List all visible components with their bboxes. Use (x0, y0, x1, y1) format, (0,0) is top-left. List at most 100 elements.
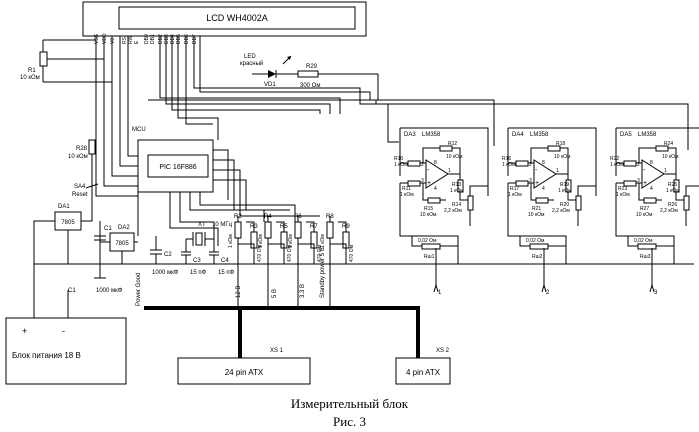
amp-da5: DA5LM358-+23841R221 кОмR231 кОмR2410 кОм… (610, 128, 699, 296)
xtal-value: 10 МГц (212, 222, 233, 228)
led-color: красный (240, 60, 263, 67)
psu-label: Блок питания 18 В (12, 351, 81, 360)
amp-output: 3 (654, 290, 658, 296)
rc-label: R12 (448, 141, 457, 147)
pin-4: 4 (434, 186, 437, 192)
amp-output: 2 (546, 290, 550, 296)
lcd-pin-label: E (134, 40, 140, 44)
rc-value: 10 кОм (662, 154, 679, 160)
divider-top-label: R6 (294, 214, 302, 220)
divider-top-label: R4 (264, 214, 272, 220)
pin-4: 4 (542, 186, 545, 192)
c4-value: 15 пФ (218, 270, 235, 276)
re-value: 2,2 кОм (444, 208, 462, 214)
rc-value: 10 кОм (446, 154, 463, 160)
r29-value: 300 Ом (300, 83, 320, 89)
shunt-value: 0,02 Ом (526, 238, 545, 244)
xs2-label: 4 pin ATX (406, 368, 441, 377)
divider-top-resistor (327, 222, 333, 238)
rail-label: Standby power 5 В (320, 247, 326, 298)
opamp-plus: + (427, 180, 431, 187)
da2-chip: 7805 (115, 241, 129, 247)
divider-bottom-label: R7 (310, 224, 318, 230)
lcd-pin-label: DB6 (184, 34, 190, 44)
pin-4: 4 (650, 186, 653, 192)
divider-bottom-label: R5 (280, 224, 288, 230)
led-ref: VD1 (264, 82, 276, 88)
pin-1: 1 (556, 168, 559, 174)
crystal-block: XT 10 МГц C3 C4 15 пФ 15 пФ (181, 222, 235, 276)
divider-top-value: 1 кОм (288, 234, 294, 248)
amp-output: 1 (438, 290, 442, 296)
c4-label: C4 (221, 258, 229, 264)
pin-1: 1 (448, 168, 451, 174)
xtal-label: XT (198, 222, 206, 228)
rf-value: 10 кОм (420, 212, 437, 218)
lcd-pin-label: DB1 (150, 34, 156, 44)
mcu-chip: PIC 16F886 (159, 164, 196, 171)
divider-top-value: 1 кОм (320, 234, 326, 248)
pin-1: 1 (664, 168, 667, 174)
mcu-block: PIC 16F886 MCU (132, 127, 213, 192)
ra-value: 1 кОм (502, 162, 516, 168)
da1-chip: 7805 (61, 220, 75, 226)
r1-label: R1 (28, 68, 36, 74)
sa4-reset: Reset (72, 192, 88, 198)
divider-top-value: 1 кОм (228, 234, 234, 248)
da1-label: DA1 (58, 204, 70, 210)
voltage-dividers: R2R31 кОм470 ОмR4R51 кОм470 ОмR6R71 кОм4… (228, 214, 355, 308)
divider-top-label: R2 (234, 214, 242, 220)
mcu-label: MCU (132, 127, 146, 133)
rb-value: 1 кОм (508, 192, 522, 198)
amp-ref: DA3 (404, 132, 416, 138)
rc-value: 10 кОм (554, 154, 571, 160)
rail-label: 12 В (236, 286, 242, 298)
amp-da4: DA4LM358-+23841R161 кОмR171 кОмR1810 кОм… (502, 128, 596, 296)
divider-top-resistor (235, 222, 241, 238)
opamp-plus: + (535, 180, 539, 187)
caption-title: Измерительный блок (0, 396, 699, 412)
amp-ref: DA5 (620, 132, 632, 138)
divider-bottom-value: 470 Ом (349, 244, 355, 262)
xs1-connector: 24 pin ATX XS 1 (178, 348, 310, 384)
lcd-pin-label: VDD (102, 33, 108, 44)
rail-label: 3.3 В (300, 284, 306, 298)
rb-value: 1 кОм (616, 192, 630, 198)
r29-label: R29 (306, 64, 318, 70)
rf-value: 10 кОм (636, 212, 653, 218)
pin-8: 8 (434, 160, 437, 166)
xs1-ref: XS 1 (270, 348, 284, 354)
r29-resistor: R29 300 Ом (298, 64, 378, 89)
rf-value: 10 кОм (528, 212, 545, 218)
r28-label: R28 (76, 146, 88, 152)
xs1-label: 24 pin ATX (225, 368, 264, 377)
lcd-pin-label: VSS (94, 33, 100, 44)
rc-label: R24 (664, 141, 673, 147)
rd-value: 1 кОм (558, 188, 572, 194)
rb-value: 1 кОм (400, 192, 414, 198)
led-vd1: LED красный VD1 (240, 54, 298, 88)
re-value: 2,2 кОм (660, 208, 678, 214)
xs2-ref: XS 2 (436, 348, 450, 354)
c1-label-top: C1 (104, 226, 112, 232)
lcd-pin-label: DB5 (176, 34, 182, 44)
rd-value: 1 кОм (666, 188, 680, 194)
divider-bottom-label: R3 (250, 224, 258, 230)
c3-value: 15 пФ (190, 270, 207, 276)
c1-value: 1000 мкФ (96, 288, 123, 294)
amp-da3: DA3LM358-+23841R101 кОмR111 кОмR1210 кОм… (394, 128, 488, 296)
da2-label: DA2 (118, 225, 130, 231)
re-value: 2,2 кОм (552, 208, 570, 214)
amp-ref: DA4 (512, 132, 524, 138)
regulators: 7805 DA1 7805 DA2 C1 C2 1000 мкФ C1 1000… (34, 204, 179, 318)
current-amplifiers: DA3LM358-+23841R101 кОмR111 кОмR1210 кОм… (394, 128, 699, 296)
rail-label: 5 В (272, 289, 278, 298)
c1-label: C1 (68, 288, 76, 294)
divider-top-resistor (265, 222, 271, 238)
shunt-value: 0,02 Ом (418, 238, 437, 244)
r28-value: 10 кОм (68, 154, 88, 160)
lcd-module: LCD WH4002A (83, 2, 366, 36)
amp-chip: LM358 (422, 132, 441, 138)
amp-chip: LM358 (638, 132, 657, 138)
